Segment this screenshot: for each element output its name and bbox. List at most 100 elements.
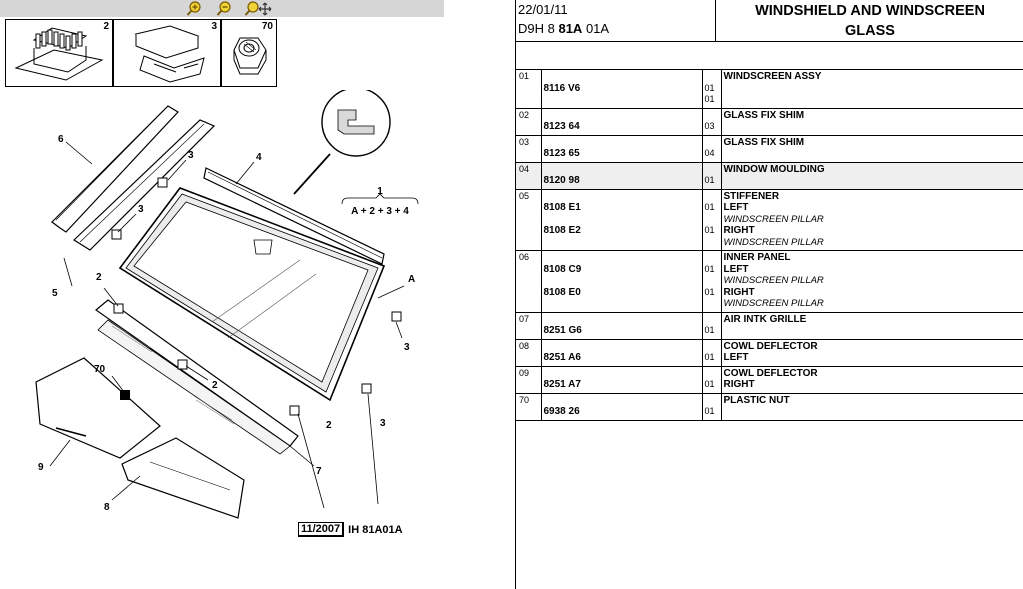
part-number-cell: 8123 65 <box>541 135 703 163</box>
diagram-reference-stamp: 11/2007 IH 81A01A <box>298 522 403 537</box>
part-qty-cell: 01 <box>702 366 722 394</box>
part-qty-cell: 01 <box>702 312 722 340</box>
part-number: 8251 A7 <box>543 379 581 390</box>
part-qty <box>703 341 721 353</box>
thumbnail-part-70[interactable]: 70 <box>221 19 277 87</box>
part-number: 8120 98 <box>543 175 580 186</box>
part-number: 8251 G6 <box>543 325 582 336</box>
formula-top: 1 <box>377 186 383 197</box>
zoom-in-icon[interactable] <box>184 0 204 17</box>
part-number <box>542 164 702 176</box>
parts-list-pane: 22/01/11 D9H 8 81A 01A WINDSHIELD AND WI… <box>515 0 1023 589</box>
stamp-date: 11/2007 <box>298 522 345 537</box>
part-description: WINDSCREEN ASSY <box>723 71 822 82</box>
callout-label: 2 <box>326 420 332 431</box>
part-desc-cell: AIR INTK GRILLE <box>721 312 1023 340</box>
part-description: STIFFENER <box>723 190 780 202</box>
header-date: 22/01/11 <box>518 2 568 17</box>
part-description: COWL DEFLECTOR <box>723 367 818 379</box>
callout-label: 2 <box>96 272 102 283</box>
part-ref: 70 <box>516 393 542 421</box>
part-number: 8123 64 <box>543 121 580 132</box>
part-desc-cell: WINDOW MOULDING <box>721 162 1023 190</box>
part-qty: 01 <box>704 263 715 274</box>
part-description: GLASS FIX SHIM <box>723 136 805 148</box>
part-qty-cell: 01 <box>702 393 722 421</box>
part-description: RIGHT <box>723 225 755 236</box>
part-number: 6938 26 <box>543 406 580 417</box>
diagram-pane: 2 3 70 <box>0 0 444 589</box>
callout-label: 7 <box>316 466 322 477</box>
part-description: INNER PANEL <box>723 252 791 263</box>
callout-label: 8 <box>104 502 110 513</box>
part-number <box>542 314 702 326</box>
part-description <box>722 83 1023 95</box>
callout-label: 3 <box>138 204 144 215</box>
part-qty <box>703 191 721 203</box>
zoom-pan-icon[interactable] <box>243 0 273 17</box>
part-description: WINDSCREEN PILLAR <box>723 275 824 286</box>
moulding-detail-circle <box>321 90 391 157</box>
part-qty <box>703 164 721 176</box>
title-line-2: GLASS <box>845 23 895 39</box>
part-number: 8123 65 <box>543 148 580 159</box>
title-line-1: WINDSHIELD AND WINDSCREEN <box>755 3 985 19</box>
part-desc-cell: GLASS FIX SHIM <box>721 135 1023 163</box>
callout-label: 3 <box>404 342 410 353</box>
page-title: WINDSHIELD AND WINDSCREEN GLASS <box>716 1 1023 41</box>
part-qty: 04 <box>704 148 715 158</box>
thumbnail-part-3[interactable]: 3 <box>113 19 221 87</box>
part-qty: 01 <box>704 352 715 362</box>
part-description <box>722 94 1023 106</box>
part-number <box>542 191 702 203</box>
zoom-out-icon[interactable] <box>214 0 234 17</box>
part-qty <box>703 314 721 326</box>
part-number-cell: 8251 G6 <box>541 312 703 340</box>
part-description: PLASTIC NUT <box>723 394 790 406</box>
part-number <box>542 395 702 407</box>
part-qty: 01 <box>704 82 715 93</box>
part-description: GLASS FIX SHIM <box>723 109 805 121</box>
thumbnail-number: 70 <box>261 21 273 32</box>
part-description <box>722 148 1023 160</box>
part-qty <box>703 368 721 380</box>
part-description: LEFT <box>723 202 749 213</box>
part-number <box>542 94 702 106</box>
callout-label: 6 <box>58 134 64 145</box>
thumbnail-part-2[interactable]: 2 <box>5 19 113 87</box>
part-number <box>542 71 702 83</box>
glass-fix-clip-icon <box>134 25 205 83</box>
part-number <box>542 368 702 380</box>
part-number <box>542 252 702 264</box>
thumbnail-strip: 2 3 70 <box>5 19 277 87</box>
callout-label: 2 <box>212 380 218 391</box>
part-description: WINDOW MOULDING <box>723 163 825 175</box>
part-qty <box>703 110 721 122</box>
part-ref: 02 <box>516 108 542 136</box>
part-desc-cell: WINDSCREEN ASSY <box>721 70 1023 109</box>
callout-label: 70 <box>94 364 106 375</box>
part-ref: 07 <box>516 312 542 340</box>
zoom-toolbar <box>0 0 444 17</box>
part-ref: 05 <box>516 189 542 251</box>
part-ref: 01 <box>516 70 542 109</box>
part-number: 8251 A6 <box>543 352 581 363</box>
plastic-nut-mark <box>120 390 130 400</box>
part-qty-cell: 01 <box>702 339 722 367</box>
thumbnail-number: 3 <box>211 21 217 32</box>
part-qty: 03 <box>704 121 715 131</box>
